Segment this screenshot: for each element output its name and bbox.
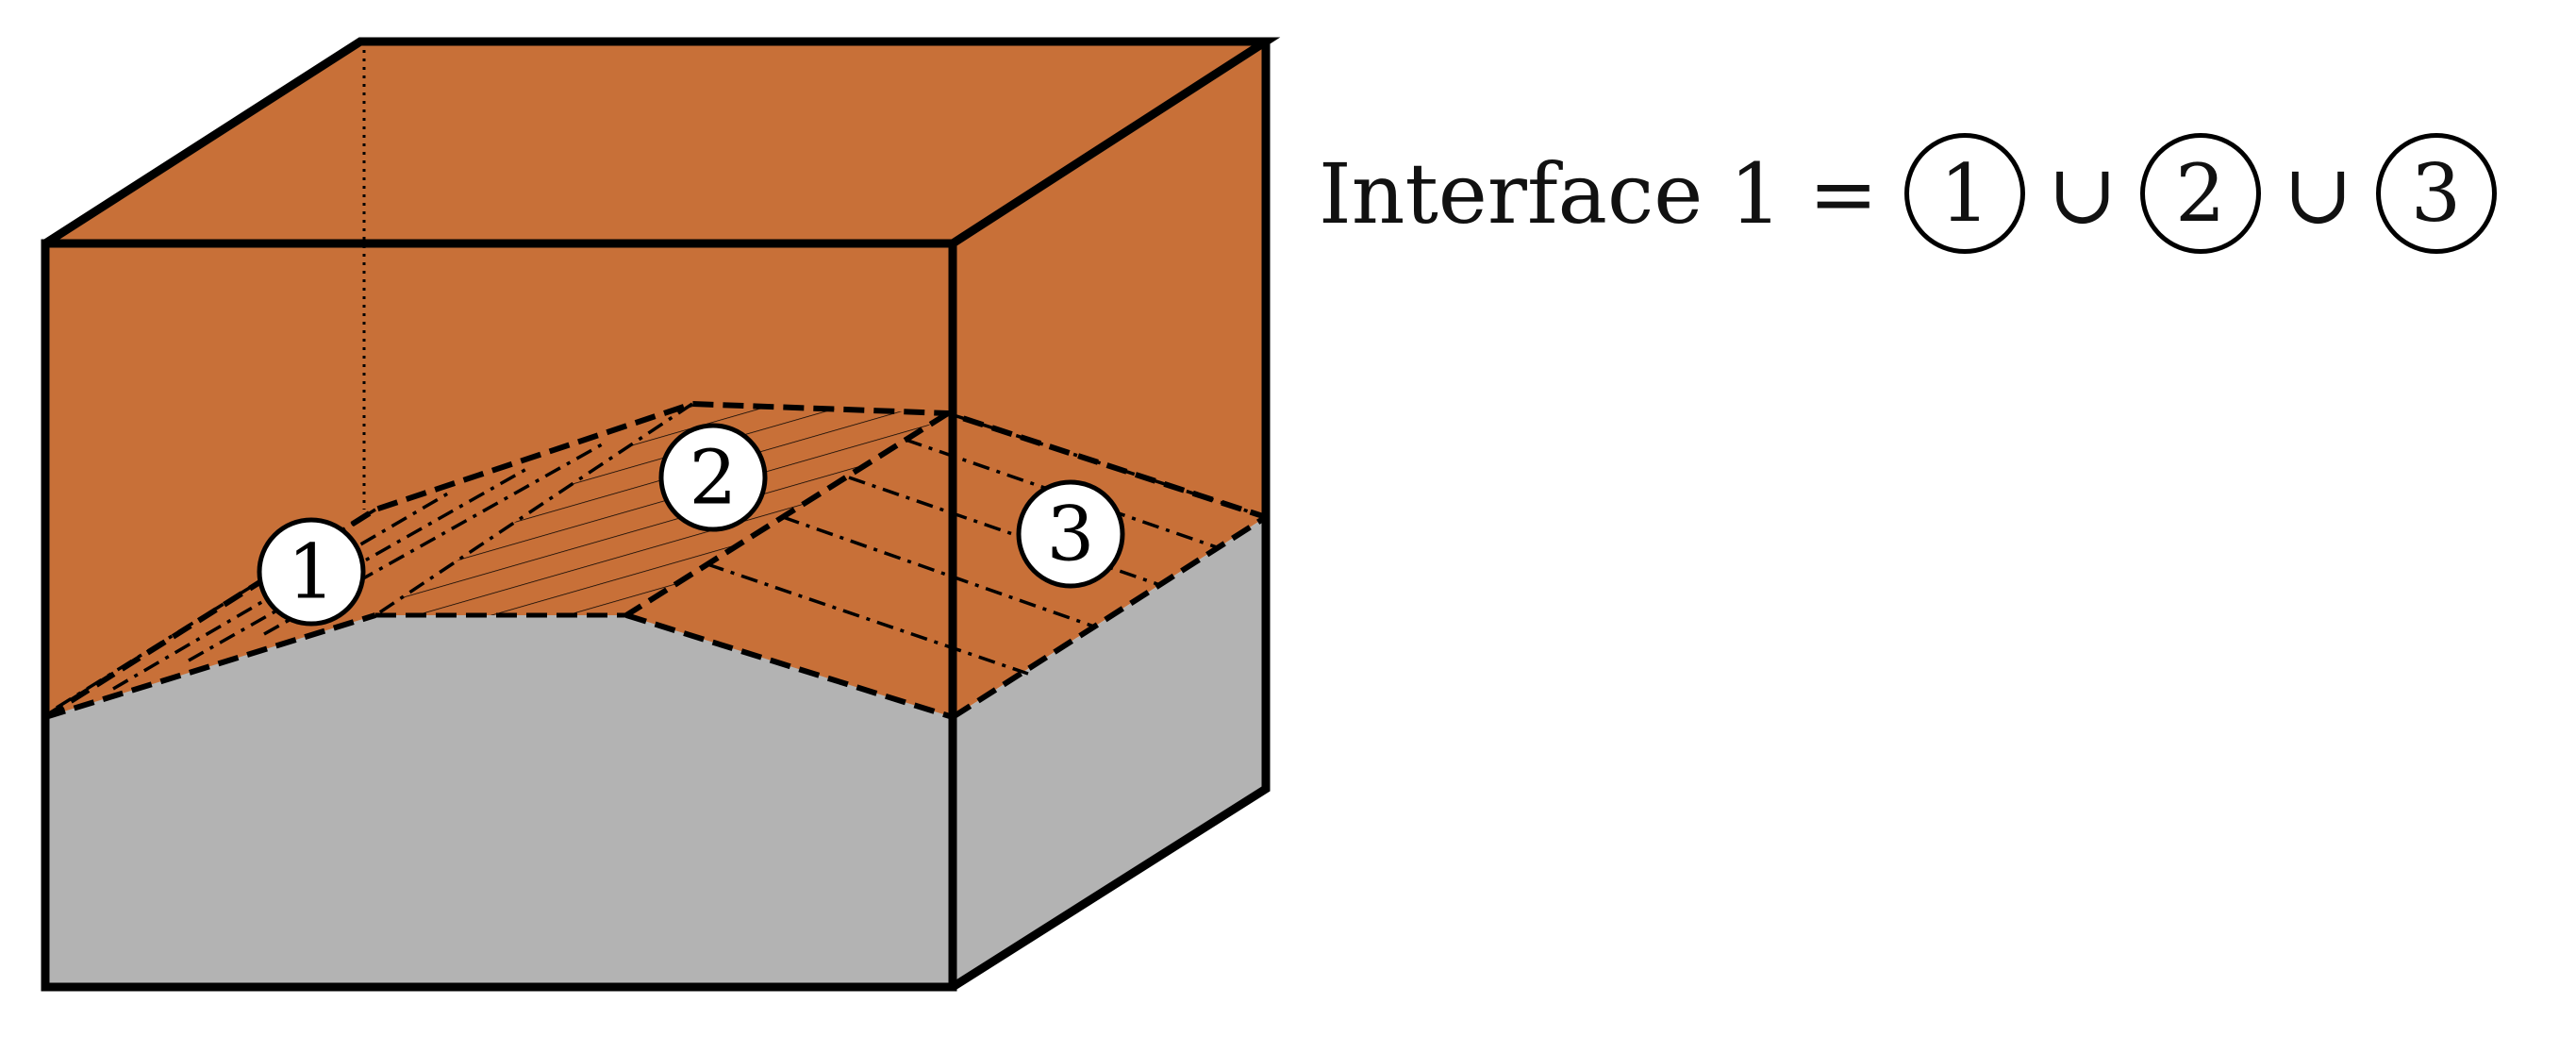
region-marker-2: 2 xyxy=(658,423,768,532)
region-marker-1: 1 xyxy=(257,517,366,627)
equation-term-2: 2 xyxy=(2139,133,2261,254)
interface-patch-2-hatch xyxy=(375,404,948,615)
union-symbol-2: ∪ xyxy=(2283,144,2353,243)
region-marker-2-label: 2 xyxy=(690,434,738,522)
box-outline xyxy=(41,37,1281,992)
front-face-lower xyxy=(45,615,953,987)
equation-equals: = xyxy=(1808,144,1879,243)
equation-term-1: 1 xyxy=(1904,133,2026,254)
union-symbol-1: ∪ xyxy=(2048,144,2118,243)
right-face-lower xyxy=(953,517,1266,987)
equation-term-3: 3 xyxy=(2375,133,2497,254)
region-marker-1-label: 1 xyxy=(288,528,336,616)
equation-lhs: Interface 1 xyxy=(1319,144,1783,243)
region-marker-3: 3 xyxy=(1016,479,1125,589)
region-marker-3-label: 3 xyxy=(1047,491,1095,578)
block-diagram: 1 2 3 xyxy=(41,37,1281,992)
top-face xyxy=(45,42,1266,243)
interface-equation: Interface 1 = 1 ∪ 2 ∪ 3 xyxy=(1319,123,2497,264)
